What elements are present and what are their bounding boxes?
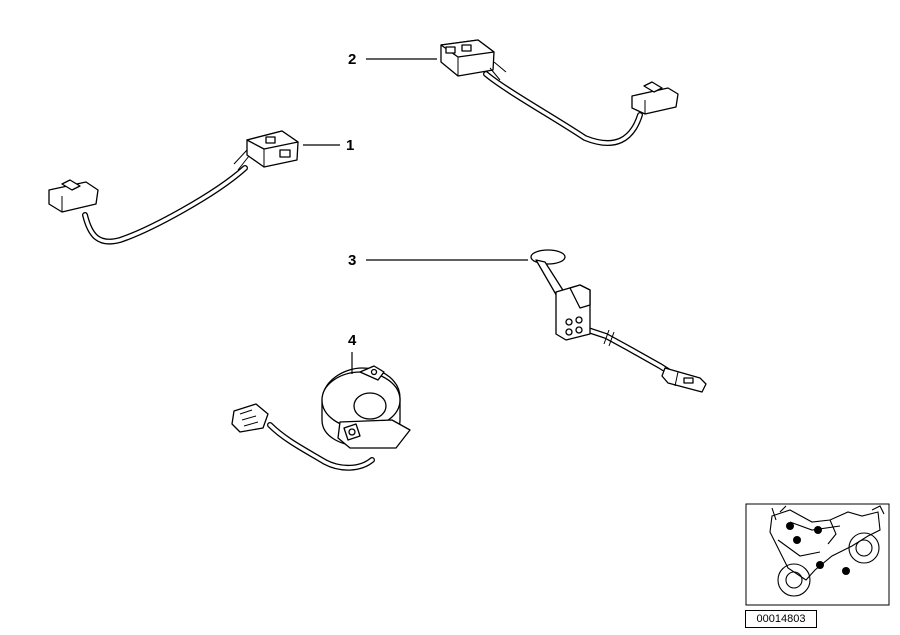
part-3-sensor[interactable]: [530, 249, 707, 393]
callout-1: 1: [303, 137, 354, 154]
callout-4: 4: [348, 332, 357, 374]
callout-label-4: 4: [348, 332, 357, 349]
callout-label-2: 2: [348, 51, 356, 68]
motorcycle-silhouette: [769, 505, 885, 597]
callout-label-1: 1: [346, 137, 354, 154]
callout-label-3: 3: [348, 252, 356, 269]
part-1-harness[interactable]: [48, 130, 299, 245]
callout-2: 2: [348, 51, 437, 68]
part-2-harness[interactable]: [440, 39, 679, 146]
location-markers: [786, 522, 850, 575]
callout-3: 3: [348, 252, 528, 269]
part-4-buzzer[interactable]: [231, 365, 411, 471]
reference-number: 00014803: [745, 610, 817, 628]
motorcycle-locator-thumbnail: [745, 503, 890, 606]
